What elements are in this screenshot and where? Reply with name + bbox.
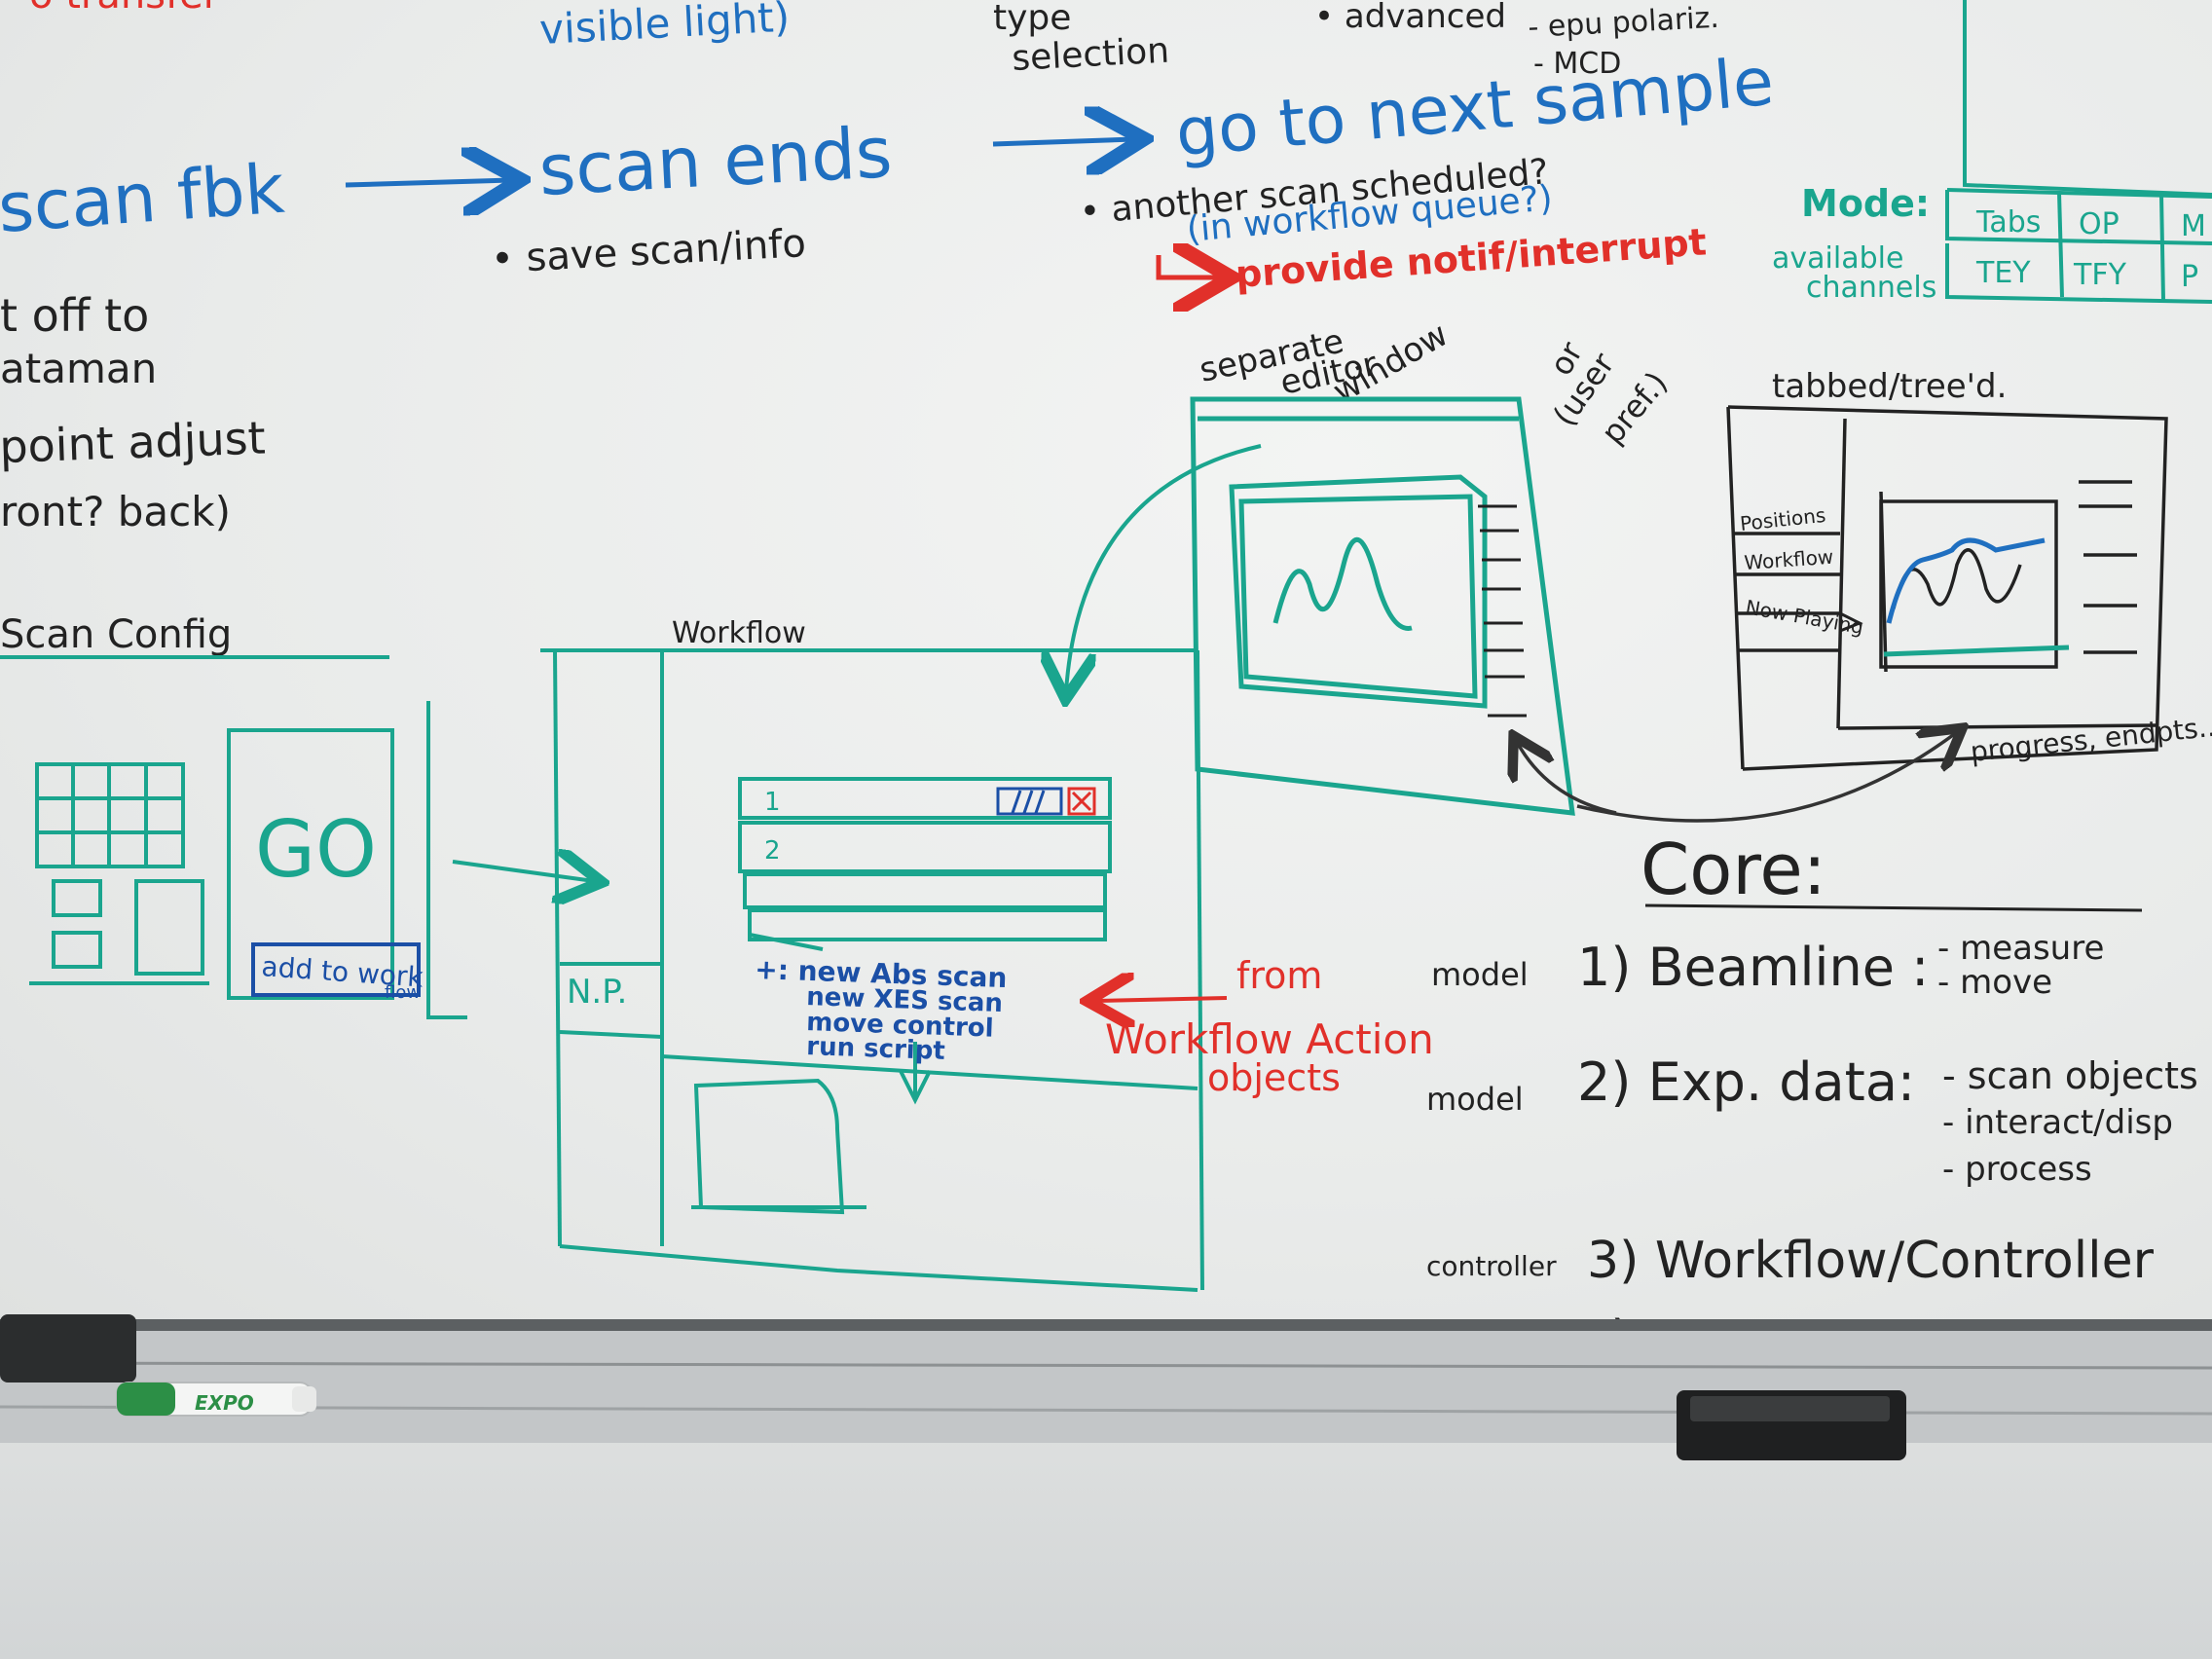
core-sub-2-3: - process: [1942, 1150, 2092, 1189]
channel-cell-p: P: [2181, 260, 2198, 294]
editor-side-lines: [1478, 504, 1527, 718]
plus-item-3: move control: [806, 1008, 994, 1044]
marker-brand-label: EXPO: [195, 1391, 254, 1415]
plus-item-4: run script: [806, 1032, 946, 1066]
core-underline: [1644, 903, 2143, 912]
arrow-scanfbk-to-scanends: [345, 180, 511, 185]
core-label-1: 1) Beamline :: [1577, 937, 1929, 998]
down-arrow-icon: [899, 1070, 932, 1105]
go-next-sample-text: go to next sample: [1173, 44, 1777, 172]
progress-bar-hatch: [1011, 790, 1046, 814]
mcd-text: - MCD: [1533, 47, 1621, 81]
workflow-row-2-label: 2: [764, 836, 781, 866]
tabbed-blue-series: [1886, 537, 2046, 624]
workflow-action-text: Workflow Action: [1105, 1015, 1434, 1063]
tabbed-window: [1726, 405, 2168, 771]
core-sub-2-1: - scan objects: [1942, 1054, 2198, 1097]
from-text: from: [1236, 954, 1322, 997]
arrow-from-actions: [1095, 998, 1228, 1001]
epu-text: - epu polariz.: [1528, 1, 1720, 45]
notif-hook-arrow: [1156, 255, 1222, 277]
channel-cell-tey: TEY: [1975, 256, 2031, 290]
scan-ends-text: scan ends: [536, 111, 894, 211]
go-button-label: GO: [255, 804, 377, 895]
close-icon-box: [1067, 787, 1096, 816]
workflow-row-1-label: 1: [764, 788, 781, 817]
core-sub-2-2: - interact/disp: [1942, 1103, 2173, 1142]
mode-cell-m: M: [2181, 209, 2206, 243]
visible-light-text: visible light): [538, 0, 791, 54]
plus-item-2: new XES scan: [806, 982, 1004, 1018]
core-tag-3: controller: [1426, 1250, 1557, 1282]
workflow-window: [540, 648, 1204, 1292]
tabbed-title: tabbed/tree'd.: [1772, 367, 2007, 406]
sidebar-positions: Positions: [1739, 503, 1826, 535]
selection-text: selection: [1011, 31, 1170, 79]
eraser-left: [0, 1314, 136, 1382]
objects-text: objects: [1207, 1056, 1341, 1099]
arrow-to-editor: [1517, 742, 1617, 815]
core-title: Core:: [1641, 829, 1826, 910]
board-frame-bottom: [0, 1319, 2212, 1331]
add-to-workflow-button: [251, 942, 421, 997]
progress-text: progress, endpts...: [1969, 710, 2212, 768]
whiteboard-surface: [0, 0, 2212, 1319]
partial-top-left-text: o transfer: [29, 0, 220, 18]
add-to-workflow-label-2: flow: [385, 982, 421, 1003]
available-label: available: [1772, 241, 1903, 276]
arrow-editor-to-workflow: [1066, 444, 1262, 691]
workflow-title: Workflow: [672, 616, 806, 650]
progress-bar-icon: [996, 787, 1063, 816]
tray-rail-1: [0, 1361, 2212, 1370]
type-text: type: [993, 0, 1071, 38]
left-note-3: point adjust: [0, 411, 266, 473]
advanced-text: • advanced: [1314, 0, 1506, 36]
arrow-config-to-workflow: [452, 862, 594, 881]
core-sub-1-1: - measure: [1937, 929, 2104, 968]
core-tag-1: model: [1431, 956, 1529, 993]
mode-label: Mode:: [1801, 182, 1930, 225]
core-label-3: 3) Workflow/Controller: [1587, 1232, 2155, 1290]
core-label-2: 2) Exp. data:: [1577, 1051, 1915, 1113]
core-sub-1-2: - move: [1937, 963, 2052, 1002]
channel-cell-tfy: TFY: [2073, 258, 2127, 292]
now-playing-arrow: [1839, 611, 1863, 633]
tabbed-axis: [1883, 645, 2070, 657]
left-note-4: ront? back): [0, 488, 231, 535]
editor-window: [1190, 396, 1575, 816]
arrow-to-progress: [1576, 732, 1957, 823]
mode-cell-tabs: Tabs: [1975, 205, 2041, 240]
channels-label: channels: [1806, 271, 1936, 305]
left-note-1: t off to: [0, 289, 149, 342]
eraser-right: [1677, 1390, 1906, 1460]
close-icon: [1071, 791, 1092, 812]
save-scan-info-text: • save scan/info: [490, 221, 807, 282]
sidebar-workflow: Workflow: [1744, 545, 1834, 574]
scan-config-panel: [29, 701, 467, 1019]
arrow-scanends-to-next: [992, 139, 1134, 144]
mode-cell-op: OP: [2079, 207, 2120, 241]
left-note-2: ataman: [0, 345, 157, 392]
scan-fbk-text: scan fbk: [0, 149, 287, 248]
scan-config-title: Scan Config: [0, 612, 232, 657]
mode-panel: [1945, 0, 2212, 304]
marker-pen: [116, 1382, 316, 1417]
np-label: N.P.: [567, 973, 627, 1012]
core-tag-2: model: [1426, 1081, 1524, 1118]
